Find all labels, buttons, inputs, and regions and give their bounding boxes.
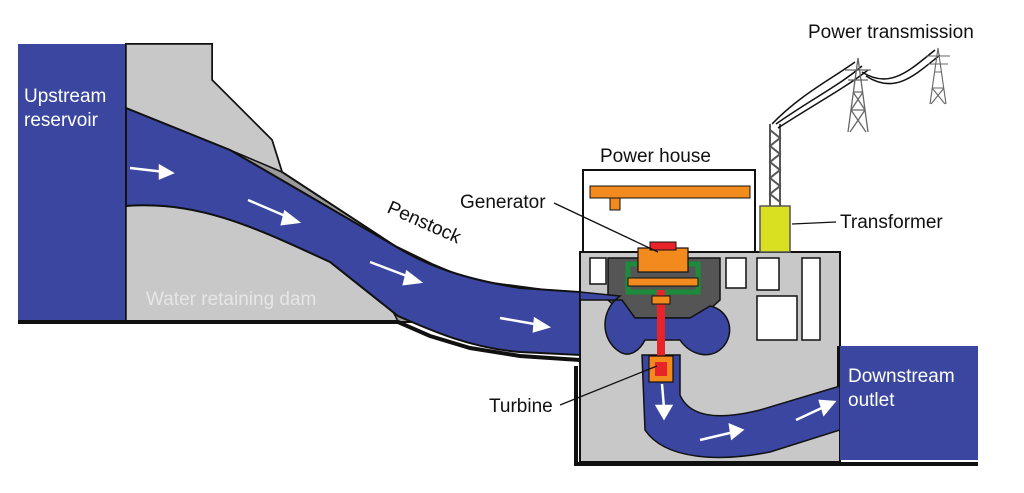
downstream-outlet	[840, 346, 978, 460]
generator-plate	[627, 277, 699, 287]
crane-hook	[609, 197, 621, 211]
shaft-bearing	[651, 295, 671, 305]
transformer	[759, 205, 791, 253]
label-turbine: Turbine	[489, 396, 553, 417]
label-power-transmission: Power transmission	[808, 22, 974, 43]
window	[589, 257, 607, 285]
label-upstream-line1: Upstream	[24, 86, 106, 107]
turbine-shaft	[657, 290, 665, 360]
pylon-icon	[926, 47, 950, 105]
window	[756, 295, 798, 341]
spiral-case	[579, 291, 731, 356]
label-downstream-line1: Downstream	[848, 366, 955, 387]
power-house-hall	[582, 169, 756, 253]
label-upstream-line2: reservoir	[24, 110, 99, 131]
label-generator: Generator	[460, 192, 546, 213]
pylon-icon	[845, 57, 871, 133]
label-downstream-line2: outlet	[848, 390, 895, 411]
transmission-tower-icon	[768, 124, 782, 206]
upstream-reservoir	[18, 44, 126, 322]
ground-line-left	[18, 320, 581, 362]
window	[725, 257, 747, 289]
leader-lines	[553, 202, 837, 406]
turbine-runner	[655, 362, 667, 376]
penstock-channel	[125, 106, 581, 357]
label-dam: Water retaining dam	[146, 289, 316, 310]
generator	[637, 247, 689, 273]
generator-top	[649, 241, 677, 251]
window	[756, 257, 780, 291]
label-penstock: Penstock	[384, 197, 464, 248]
label-power-house: Power house	[600, 146, 711, 167]
arrow-right-icon	[129, 163, 837, 442]
crane	[589, 185, 751, 199]
label-transformer: Transformer	[840, 212, 943, 233]
window	[801, 257, 821, 341]
